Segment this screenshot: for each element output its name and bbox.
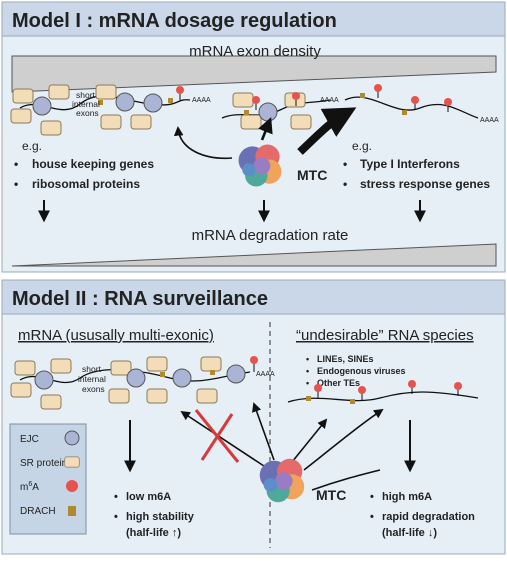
species-item-1: LINEs, SINEs bbox=[317, 354, 374, 364]
model2-arrow-to-mrna-2 bbox=[252, 402, 275, 461]
model1-polya-left: AAAA bbox=[192, 97, 211, 104]
legend-drach-symbol bbox=[68, 506, 76, 516]
model1-polya-right: AAAA bbox=[480, 117, 499, 124]
exon-note-3: exons bbox=[76, 108, 99, 118]
right-outcome-1: high m6A bbox=[382, 491, 432, 503]
legend-m6a-a: A bbox=[32, 482, 39, 493]
model1-arrow-weak bbox=[173, 126, 233, 160]
left-outcome-bullet-2: • bbox=[114, 511, 118, 523]
legend-drach-label: DRACH bbox=[20, 506, 56, 517]
model1-right-bullet-2: • bbox=[343, 177, 347, 191]
right-outcome-3: (half-life ↓) bbox=[382, 527, 437, 539]
degradation-wedge bbox=[11, 243, 497, 267]
model2-left-header: mRNA (ususally multi-exonic) bbox=[18, 327, 214, 344]
left-outcome-3: (half-life ↑) bbox=[126, 527, 181, 539]
exon-density-label: mRNA exon density bbox=[189, 43, 321, 60]
legend-sr-symbol bbox=[64, 456, 80, 468]
species-item-2: Endogenous viruses bbox=[317, 366, 406, 376]
model2-arrow-to-rna-2 bbox=[303, 408, 384, 471]
model1-right-bullet-1: • bbox=[343, 157, 347, 171]
model2-arrow-to-rna-1 bbox=[291, 418, 328, 463]
model1-left-item-2: ribosomal proteins bbox=[32, 177, 140, 191]
model1-polya-mid: AAAA bbox=[320, 97, 339, 104]
left-outcome-bullet-1: • bbox=[114, 491, 118, 503]
left-outcome-2: high stability bbox=[126, 511, 195, 523]
model2-undesirable-rna bbox=[287, 380, 479, 404]
model2-right-header: “undesirable” RNA species bbox=[296, 327, 474, 344]
right-outcome-bullet-1: • bbox=[370, 491, 374, 503]
model1-arrow-strong bbox=[297, 107, 357, 155]
exon-density-wedge bbox=[11, 55, 497, 93]
right-outcome-bullet-2: • bbox=[370, 511, 374, 523]
legend-ejc-symbol bbox=[64, 430, 80, 446]
species-bullet-3: • bbox=[306, 378, 309, 388]
legend-m6a-label: m6A bbox=[20, 481, 39, 493]
model1-left-bullet-2: • bbox=[14, 177, 18, 191]
model1-title-bar bbox=[1, 1, 506, 37]
model2-title: Model II : RNA surveillance bbox=[12, 288, 268, 310]
model2-multi-exon-mrna: AAAA short internal exons bbox=[10, 356, 275, 410]
model2-arrow-tail bbox=[311, 469, 381, 491]
model2-exon-note-2: internal bbox=[78, 374, 106, 384]
degradation-label: mRNA degradation rate bbox=[192, 227, 349, 244]
legend-m6a-sup: 6 bbox=[28, 481, 32, 488]
right-outcome-2: rapid degradation bbox=[382, 511, 475, 523]
legend-m6a-m: m bbox=[20, 482, 28, 493]
model1-left-bullet-1: • bbox=[14, 157, 18, 171]
legend-ejc-label: EJC bbox=[20, 434, 39, 445]
model2-polya-left: AAAA bbox=[256, 371, 275, 378]
model2-mtc-label: MTC bbox=[316, 487, 346, 503]
species-bullet-1: • bbox=[306, 354, 309, 364]
blocked-cross bbox=[194, 409, 240, 463]
model1-medium-mrna: AAAA bbox=[221, 92, 339, 130]
model1-left-eg: e.g. bbox=[22, 139, 42, 153]
model2-title-bar bbox=[1, 279, 506, 315]
exon-note-1: short bbox=[76, 90, 96, 100]
left-outcome-1: low m6A bbox=[126, 491, 171, 503]
species-item-3: Other TEs bbox=[317, 378, 360, 388]
model2-exon-note-1: short bbox=[82, 364, 102, 374]
model1-right-item-2: stress response genes bbox=[360, 177, 490, 191]
model1-right-eg: e.g. bbox=[352, 139, 372, 153]
model1-multi-exon-mrna: AAAA short internal exons bbox=[10, 84, 211, 136]
species-bullet-2: • bbox=[306, 366, 309, 376]
model1-left-item-1: house keeping genes bbox=[32, 157, 154, 171]
model1-few-exon-mrna: AAAA bbox=[344, 84, 499, 124]
legend-sr-label: SR proteins bbox=[20, 458, 72, 469]
model2-arrow-to-mrna-1 bbox=[180, 410, 271, 471]
model1-right-item-1: Type I Interferons bbox=[360, 157, 460, 171]
model1-mtc-label: MTC bbox=[297, 167, 327, 183]
model1-panel bbox=[1, 1, 506, 273]
model1-title: Model I : mRNA dosage regulation bbox=[12, 10, 337, 32]
model2-exon-note-3: exons bbox=[82, 384, 105, 394]
exon-note-2: internal bbox=[72, 99, 100, 109]
legend-m6a-symbol bbox=[66, 480, 78, 492]
model1-arrow-medium bbox=[258, 117, 273, 141]
